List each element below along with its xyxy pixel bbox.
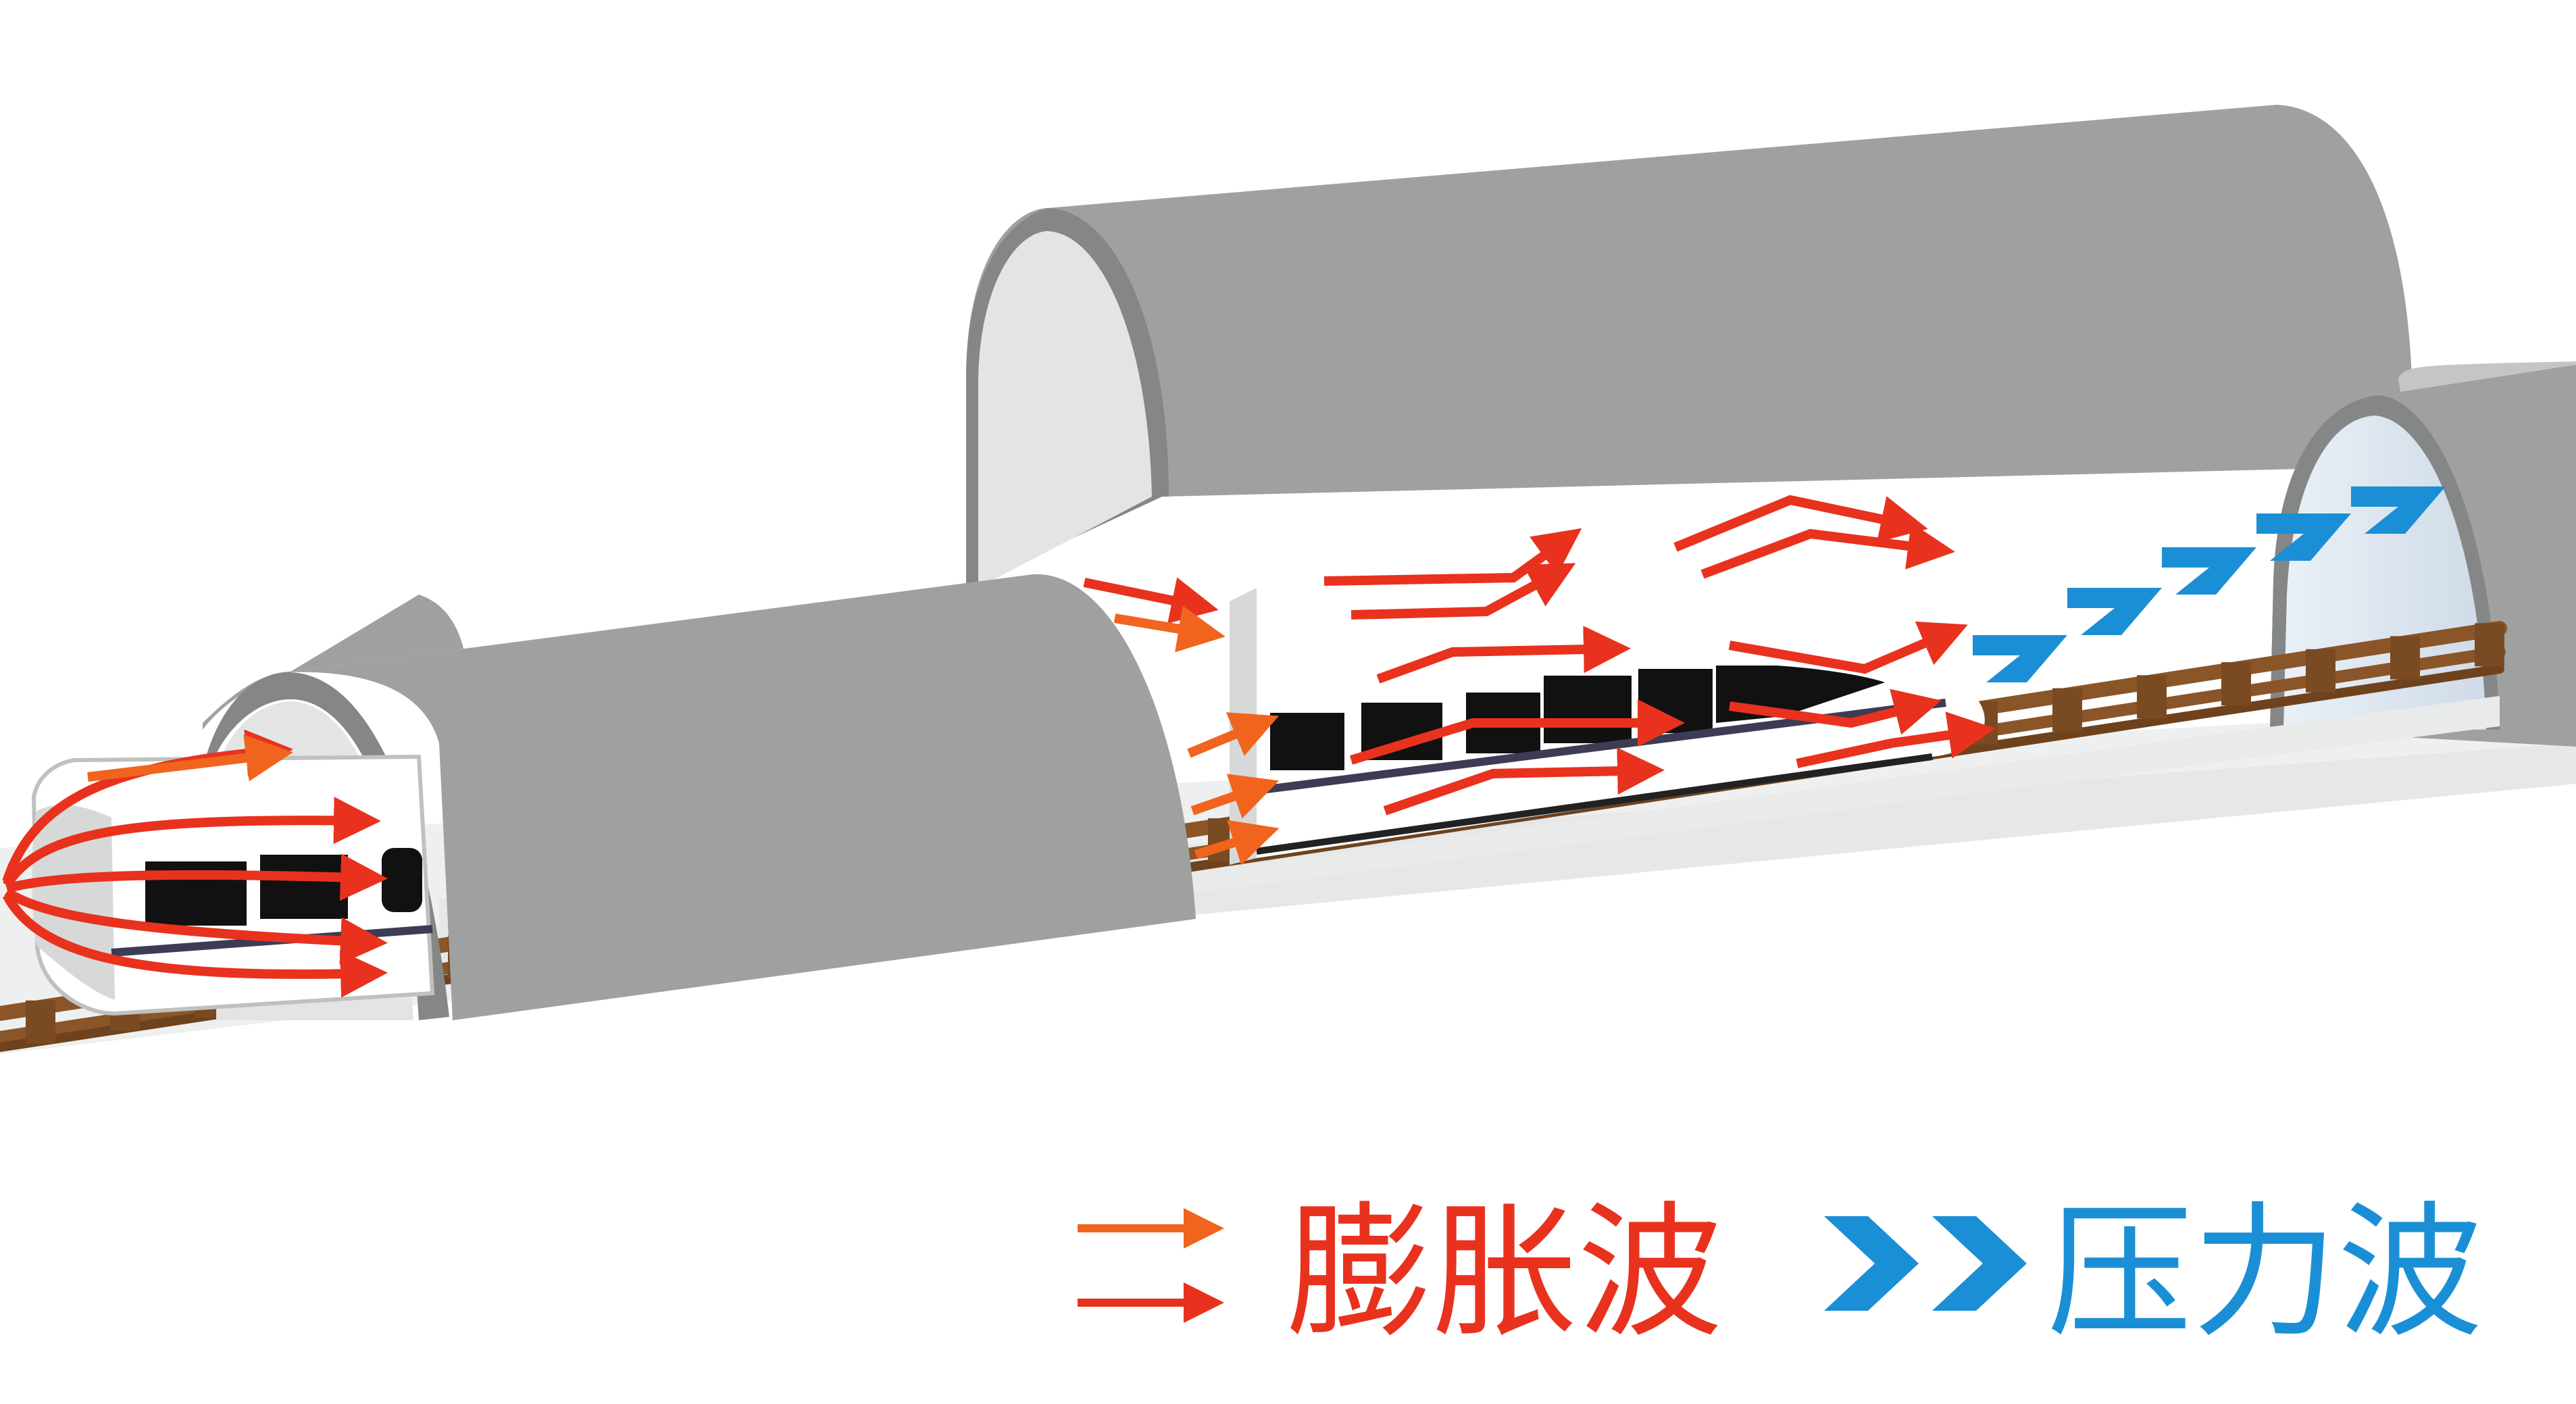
rail-sleeper: [2221, 662, 2251, 706]
rail-sleeper: [2475, 623, 2504, 667]
expansion-wave-arrow: [1194, 820, 1280, 866]
expansion-wave-arrows-left: [2, 729, 388, 998]
expansion-wave-arrow: [1729, 688, 1942, 735]
rail-sleeper: [2052, 688, 2082, 732]
expansion-wave-arrow: [1323, 528, 1582, 586]
double-red-arrow-icon: [1078, 1208, 1224, 1323]
pressure-wave-chevrons: [1973, 486, 2446, 682]
rail-sleeper: [2306, 649, 2335, 693]
expansion-wave-arrow: [1796, 711, 1996, 768]
legend-pressure-wave-label: 压力波: [2047, 1188, 2483, 1357]
expansion-wave-arrow: [1350, 563, 1576, 620]
rail-sleeper: [26, 1000, 55, 1044]
double-chevron-right-icon: [1824, 1216, 2027, 1311]
expansion-wave-arrows-middle: [1083, 495, 1996, 866]
expansion-wave-arrow: [1349, 699, 1685, 765]
track-bed: [1148, 696, 2500, 899]
rail-sleeper: [2137, 675, 2167, 719]
pressure-wave-chevron: [2162, 547, 2256, 595]
expansion-wave-arrow: [1673, 495, 1928, 552]
pressure-wave-chevron: [2351, 486, 2446, 534]
back-tunnel: [966, 105, 2576, 588]
pressure-wave-chevron: [2067, 588, 2162, 635]
expansion-wave-arrow: [1700, 522, 1955, 579]
rail-sleeper: [2390, 636, 2420, 680]
expansion-wave-arrow: [1083, 577, 1219, 624]
expansion-wave-arrow: [1376, 626, 1631, 684]
legend: 膨胀波 压力波: [1078, 1188, 2483, 1357]
pressure-wave-chevron: [2256, 513, 2351, 561]
expansion-wave-arrow: [1728, 621, 1968, 674]
expansion-wave-arrow: [1383, 747, 1665, 816]
expansion-wave-arrow: [1187, 712, 1279, 758]
expansion-wave-arrow: [1113, 605, 1226, 653]
expansion-wave-arrow: [1190, 774, 1280, 819]
legend-expansion-wave-label: 膨胀波: [1287, 1188, 1723, 1357]
pressure-wave-chevron: [1973, 635, 2067, 682]
